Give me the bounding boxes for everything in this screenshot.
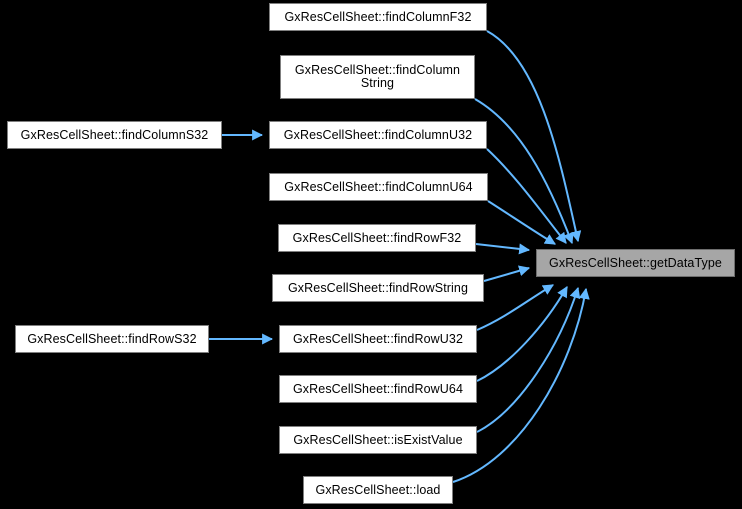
edge-findRowF32-to-getDataType — [475, 243, 531, 255]
node-findRowS32[interactable]: GxResCellSheet::findRowS32 — [15, 325, 209, 353]
node-findRowU64[interactable]: GxResCellSheet::findRowU64 — [279, 375, 477, 403]
node-findColumnU32[interactable]: GxResCellSheet::findColumnU32 — [269, 121, 487, 149]
edge-findColumnString-to-getDataType — [474, 98, 574, 245]
edge-findRowString-to-getDataType — [483, 265, 531, 282]
node-findColumnString[interactable]: GxResCellSheet::findColumn String — [280, 55, 475, 99]
edge-findRowU64-to-getDataType — [476, 286, 568, 382]
node-findRowU32[interactable]: GxResCellSheet::findRowU32 — [279, 325, 477, 353]
node-findRowF32[interactable]: GxResCellSheet::findRowF32 — [278, 224, 476, 252]
node-getDataType[interactable]: GxResCellSheet::getDataType — [536, 249, 735, 277]
edge-findColumnU64-to-getDataType — [487, 200, 556, 245]
node-findRowString[interactable]: GxResCellSheet::findRowString — [272, 274, 484, 302]
node-findColumnU64[interactable]: GxResCellSheet::findColumnU64 — [269, 173, 488, 201]
node-isExistValue[interactable]: GxResCellSheet::isExistValue — [279, 426, 477, 454]
node-load[interactable]: GxResCellSheet::load — [303, 476, 453, 504]
edge-findRowU32-to-getDataType — [476, 284, 554, 331]
edge-findColumnF32-to-getDataType — [486, 30, 582, 243]
node-findColumnS32[interactable]: GxResCellSheet::findColumnS32 — [7, 121, 222, 149]
edge-findColumnU32-to-getDataType — [486, 148, 567, 244]
node-findColumnF32[interactable]: GxResCellSheet::findColumnF32 — [269, 3, 487, 31]
edge-isExistValue-to-getDataType — [476, 286, 581, 433]
